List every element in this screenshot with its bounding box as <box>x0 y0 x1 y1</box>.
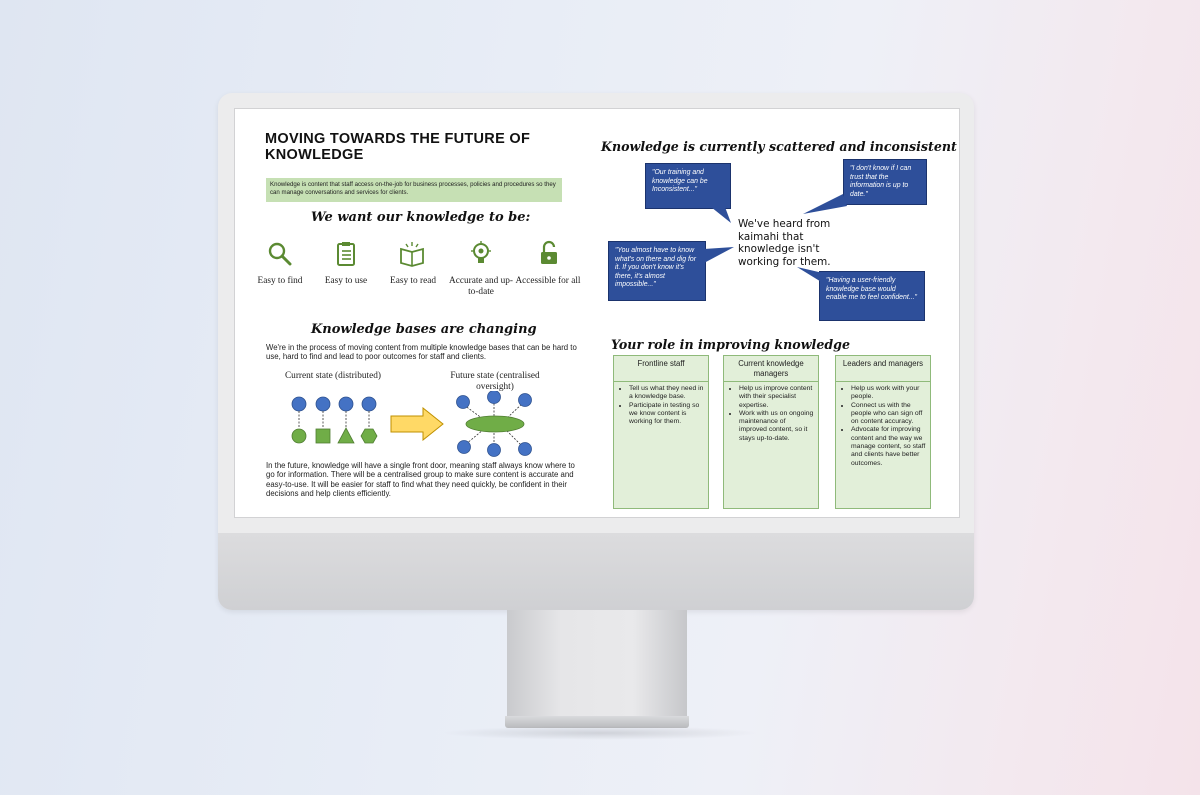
role-item: Help us improve content with their speci… <box>739 385 814 410</box>
want-heading: We want our knowledge to be: <box>311 210 531 225</box>
quote-bubble: "You almost have to know what's on there… <box>608 241 706 301</box>
definition-box: Knowledge is content that staff access o… <box>266 178 562 202</box>
future-text: In the future, knowledge will have a sin… <box>266 461 575 499</box>
changing-text: We're in the process of moving content f… <box>266 343 577 362</box>
role-list: Help us improve content with their speci… <box>724 385 818 443</box>
role-heading: Your role in improving knowledge <box>611 337 850 352</box>
role-card-leaders: Leaders and managers Help us work with y… <box>835 355 931 509</box>
monitor-shadow <box>440 726 760 740</box>
magnifier-icon <box>268 242 292 266</box>
unlocked-padlock-icon <box>541 240 557 264</box>
open-book-icon <box>400 242 424 267</box>
scattered-heading: Knowledge is currently scattered and inc… <box>601 139 957 154</box>
role-card-knowledge-managers: Current knowledge managers Help us impro… <box>723 355 819 509</box>
quality-label: Easy to find <box>257 276 303 286</box>
current-state-diagram <box>291 396 378 444</box>
role-item: Connect us with the people who can sign … <box>851 402 926 427</box>
bubble-tail <box>704 247 734 263</box>
quality-label: Accessible for all <box>515 276 581 286</box>
bubble-tail <box>797 267 823 283</box>
quote-bubble: "Our training and knowledge can be Incon… <box>645 163 731 209</box>
monitor-chin <box>218 533 974 610</box>
role-list: Tell us what they need in a knowledge ba… <box>614 385 708 426</box>
role-item: Advocate for improving content and the w… <box>851 426 926 467</box>
quality-label: Easy to use <box>324 276 368 286</box>
current-state-label: Current state (distributed) <box>284 371 382 381</box>
future-state-label: Future state (centralised oversight) <box>450 371 540 392</box>
monitor-stand <box>507 610 687 718</box>
lightbulb-gear-icon <box>471 241 491 263</box>
role-item: Participate in testing so we know conten… <box>629 402 704 427</box>
role-list: Help us work with your people. Connect u… <box>836 385 930 468</box>
quality-label: Accurate and up-to-date <box>449 276 514 297</box>
transition-arrow-icon <box>390 407 444 441</box>
monitor-foot <box>505 716 689 728</box>
changing-heading: Knowledge bases are changing <box>311 322 537 337</box>
bubble-tail <box>803 194 847 214</box>
role-title: Frontline staff <box>614 356 708 382</box>
role-item: Work with us on ongoing maintenance of i… <box>739 410 814 443</box>
role-card-frontline: Frontline staff Tell us what they need i… <box>613 355 709 509</box>
heard-text: We've heard from kaimahi that knowledge … <box>738 218 831 268</box>
clipboard-icon <box>337 242 355 266</box>
future-state-diagram <box>456 391 532 457</box>
role-item: Tell us what they need in a knowledge ba… <box>629 385 704 402</box>
quote-bubble: "I don't know if I can trust that the in… <box>843 159 927 205</box>
quote-bubble: "Having a user-friendly knowledge base w… <box>819 271 925 321</box>
poster-title: MOVING TOWARDS THE FUTURE OF KNOWLEDGE <box>265 131 531 163</box>
role-title: Current knowledge managers <box>724 356 818 382</box>
role-item: Help us work with your people. <box>851 385 926 402</box>
quality-label: Easy to read <box>390 276 436 286</box>
bubble-tail <box>711 207 731 223</box>
role-title: Leaders and managers <box>836 356 930 382</box>
display-screen: MOVING TOWARDS THE FUTURE OF KNOWLEDGE K… <box>234 108 960 518</box>
